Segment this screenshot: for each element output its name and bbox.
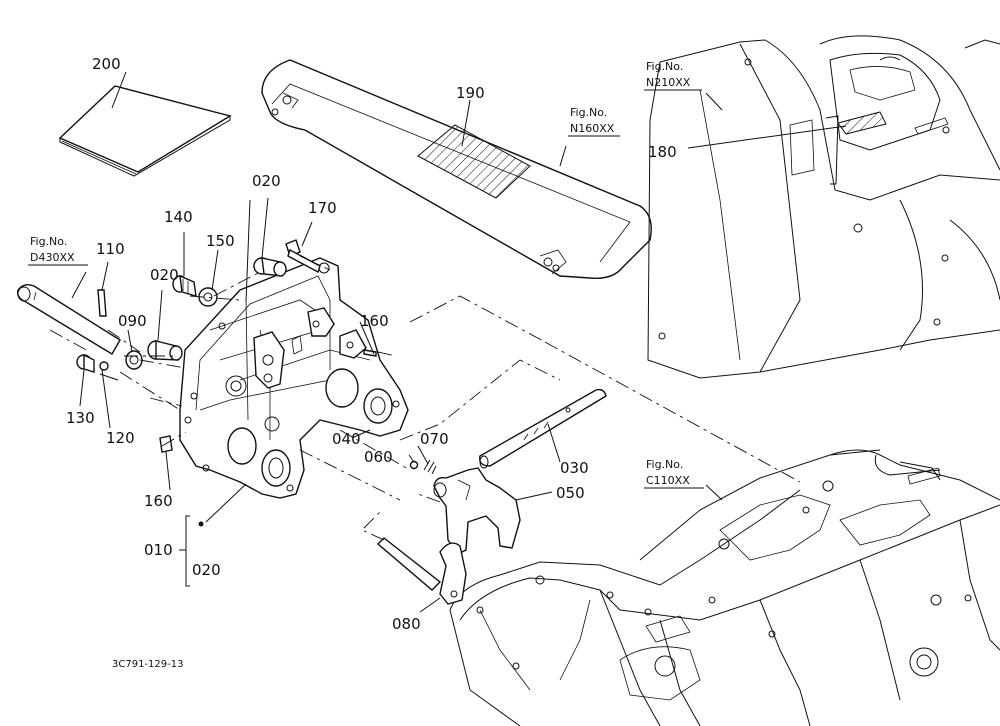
svg-text:Fig.No.: Fig.No. <box>570 106 607 119</box>
part-label-090: 090 <box>118 312 147 330</box>
part-label-040: 040 <box>332 430 361 448</box>
svg-text:C110XX: C110XX <box>646 474 690 487</box>
diagram-code: 3C791-129-13 <box>112 659 183 670</box>
fig-ref-n160: Fig.No. N160XX <box>568 106 620 137</box>
magnet-010-marker <box>198 521 204 527</box>
part-label-130: 130 <box>66 409 95 427</box>
part-label-010: 010 <box>144 541 173 559</box>
seal-090 <box>125 350 143 370</box>
bushing-020 <box>253 257 287 277</box>
spring-070 <box>423 459 437 475</box>
part-label-020-left: 020 <box>150 266 179 284</box>
svg-text:N210XX: N210XX <box>646 76 691 89</box>
plug-140 <box>172 274 197 297</box>
part-label-150: 150 <box>206 232 235 250</box>
pin-110 <box>97 289 107 317</box>
part-label-180: 180 <box>648 143 677 161</box>
part-label-050: 050 <box>556 484 585 502</box>
part-label-160-right: 160 <box>360 312 389 330</box>
transmission-case <box>449 449 1000 726</box>
fig-ref-c110: Fig.No. C110XX <box>644 458 704 489</box>
svg-text:N160XX: N160XX <box>570 122 615 135</box>
part-label-030: 030 <box>560 459 589 477</box>
part-label-020-top: 020 <box>252 172 281 190</box>
fig-ref-d430: Fig.No. D430XX <box>28 235 88 266</box>
svg-text:Fig.No.: Fig.No. <box>646 458 683 471</box>
right-housing <box>647 35 1000 379</box>
part-label-060: 060 <box>364 448 393 466</box>
shift-case <box>179 257 409 499</box>
nut-130 <box>76 353 95 373</box>
manual-booklet <box>58 85 232 177</box>
svg-text:Fig.No.: Fig.No. <box>30 235 67 248</box>
ball-060 <box>409 460 419 470</box>
part-label-020-bottom: 020 <box>192 561 221 579</box>
part-label-160-left: 160 <box>144 492 173 510</box>
fig-ref-n210: Fig.No. N210XX <box>644 60 702 91</box>
cover-panel <box>261 59 652 279</box>
shift-rod-030 <box>479 388 607 469</box>
bolt-170 <box>285 239 321 274</box>
shaft-d430 <box>16 283 121 355</box>
part-label-120: 120 <box>106 429 135 447</box>
part-label-200: 200 <box>92 55 121 73</box>
svg-text:D430XX: D430XX <box>30 251 75 264</box>
bushing-020-left <box>147 340 183 361</box>
part-label-080: 080 <box>392 615 421 633</box>
part-label-170: 170 <box>308 199 337 217</box>
shift-fork-050 <box>433 467 521 555</box>
part-label-140: 140 <box>164 208 193 226</box>
shift-lever-080 <box>376 537 467 605</box>
part-label-070: 070 <box>420 430 449 448</box>
label-hatch-area <box>417 124 531 199</box>
svg-text:Fig.No.: Fig.No. <box>646 60 683 73</box>
part-label-190: 190 <box>456 84 485 102</box>
part-label-110: 110 <box>96 240 125 258</box>
